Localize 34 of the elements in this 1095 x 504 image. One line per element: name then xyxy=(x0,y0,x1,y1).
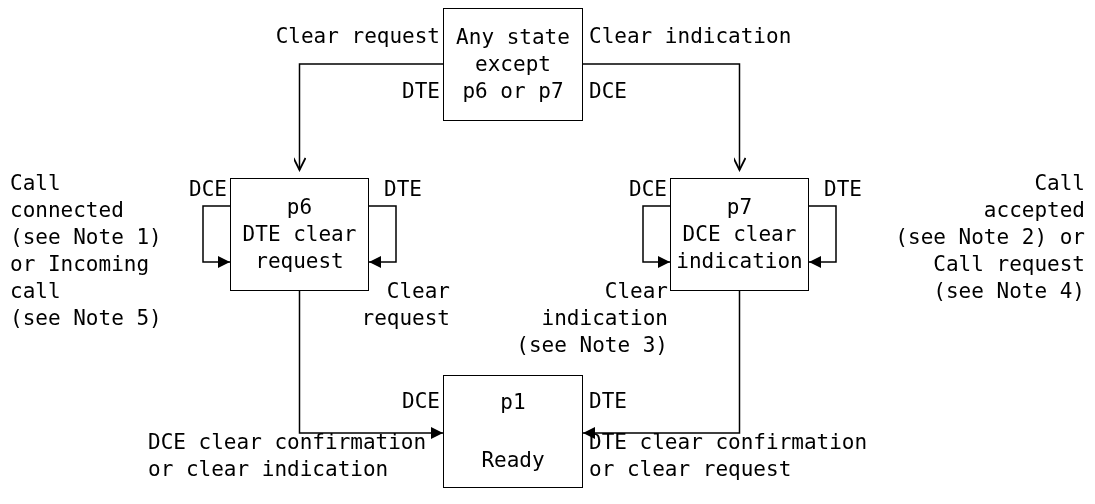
arrow xyxy=(202,205,231,268)
arrow xyxy=(808,205,837,268)
state-name: p6 xyxy=(286,194,313,221)
arrow xyxy=(292,63,444,171)
edge-label: Clear request xyxy=(361,278,450,332)
edge-label: DCE clear confirmation or clear indication xyxy=(148,429,427,483)
port-label: DTE xyxy=(384,176,422,203)
port-label: DTE xyxy=(589,388,627,415)
port-label: DTE xyxy=(402,78,440,105)
edge-label: Clear indication (see Note 3) xyxy=(516,278,668,359)
arrow xyxy=(642,205,671,268)
arrow xyxy=(582,63,747,171)
port-label: DCE xyxy=(402,388,440,415)
state-label: Any state except p6 or p7 xyxy=(456,24,570,105)
arrow xyxy=(368,205,397,268)
state-label: DTE clear request xyxy=(242,221,357,275)
edge-label: Call connected (see Note 1) or Incoming call (see Note 5) xyxy=(10,170,162,332)
state-box xyxy=(443,375,583,488)
state-name: p1 xyxy=(500,389,526,416)
edge-label: Clear request xyxy=(275,23,440,50)
arrow xyxy=(582,290,741,439)
port-label: DTE xyxy=(824,176,862,203)
state-box xyxy=(443,8,583,121)
port-label: DCE xyxy=(189,176,227,203)
state-label: DCE clear indication xyxy=(676,221,803,275)
port-label: DCE xyxy=(589,78,627,105)
edge-label: Call accepted (see Note 2) or Call request (see Note 4) xyxy=(895,170,1085,305)
state-label: Ready xyxy=(481,447,545,474)
state-box xyxy=(230,178,369,291)
edge-label: Clear indication xyxy=(589,23,792,50)
arrow xyxy=(298,290,444,439)
port-label: DCE xyxy=(629,176,667,203)
state-name: p7 xyxy=(726,194,753,221)
state-box xyxy=(670,178,809,291)
